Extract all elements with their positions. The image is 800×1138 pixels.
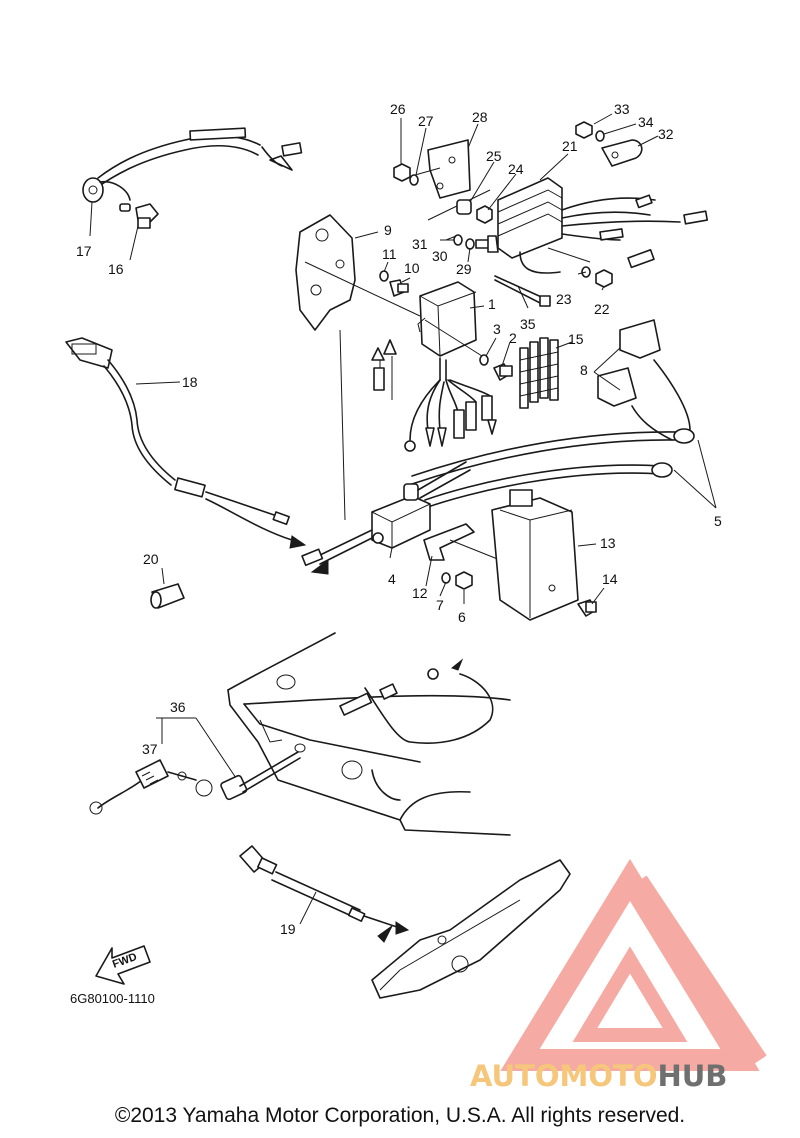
part-35-tie: [494, 275, 551, 307]
callout-15: 15: [568, 331, 584, 347]
part-34-washer: [595, 130, 605, 142]
callout-8: 8: [580, 362, 588, 378]
part-33-bolt: [575, 121, 593, 139]
callout-30: 30: [432, 248, 448, 264]
part-26-nut: [393, 163, 411, 182]
copyright-notice: ©2013 Yamaha Motor Corporation, U.S.A. A…: [114, 1104, 686, 1127]
part-29-bolt: [475, 235, 499, 253]
callout-1: 1: [488, 296, 496, 312]
callout-28: 28: [472, 109, 488, 125]
callout-20: 20: [143, 551, 159, 567]
callout-34: 34: [638, 114, 654, 130]
callout-21: 21: [562, 138, 578, 154]
part-6-bolt: [455, 571, 473, 590]
part-37-lanyard: [89, 759, 213, 815]
callout-7: 7: [436, 597, 444, 613]
part-10-bolt: [389, 279, 409, 297]
part-4-ignition-coil: [301, 461, 471, 575]
callout-26: 26: [390, 101, 406, 117]
callout-3: 3: [493, 321, 501, 337]
part-18-switch-lead: [65, 337, 307, 549]
part-3-washer: [479, 354, 489, 366]
part-36-stop-switch: [156, 717, 301, 801]
callout-35: 35: [520, 316, 536, 332]
part-32-clamp: [601, 139, 643, 167]
part-25-collar: [456, 199, 472, 215]
part-20-grommet: [150, 583, 185, 609]
callout-12: 12: [412, 585, 428, 601]
callout-2: 2: [509, 330, 517, 346]
callout-19: 19: [280, 921, 296, 937]
callout-6: 6: [458, 609, 466, 625]
watermark-part2: HUB: [657, 1059, 727, 1093]
part-code: 6G80100-1110: [70, 991, 155, 1006]
part-22-bolt: [595, 269, 613, 288]
part-2-bolt: [493, 363, 513, 381]
callout-22: 22: [594, 301, 610, 317]
callout-labels: 1 2 3 4 5 6 7 8 9 10 11 12 13 14 15 16 1…: [76, 101, 722, 937]
lower-cowling: [227, 632, 511, 836]
callout-16: 16: [108, 261, 124, 277]
callout-14: 14: [602, 571, 618, 587]
callout-36: 36: [170, 699, 186, 715]
part-17-lead-wire: [82, 127, 303, 203]
callout-18: 18: [182, 374, 198, 390]
part-12-clamp: [423, 523, 501, 561]
callout-13: 13: [600, 535, 616, 551]
callout-24: 24: [508, 161, 524, 177]
part-9-bracket: [295, 214, 421, 521]
part-7-washer: [441, 572, 451, 584]
callout-25: 25: [486, 148, 502, 164]
callout-37: 37: [142, 741, 158, 757]
callout-11: 11: [382, 246, 397, 262]
part-13-cover: [491, 489, 579, 621]
part-8-plug-cap: [597, 319, 691, 441]
callout-23: 23: [556, 291, 572, 307]
watermark-text: AUTOMOTOHUB: [470, 1059, 727, 1093]
callout-31: 31: [412, 236, 428, 252]
callout-32: 32: [658, 126, 674, 142]
callout-17: 17: [76, 243, 92, 259]
part-28-bracket: [414, 139, 491, 221]
callout-9: 9: [384, 222, 392, 238]
callout-10: 10: [404, 260, 420, 276]
part-15-cap-set: [519, 337, 559, 409]
callout-33: 33: [614, 101, 630, 117]
part-21-rectifier-regulator: [497, 177, 709, 274]
part-30-washer: [465, 238, 475, 250]
watermark-logo: [500, 858, 767, 1071]
stern-bracket: [371, 859, 571, 999]
callout-29: 29: [456, 261, 472, 277]
callout-27: 27: [418, 113, 434, 129]
watermark-part1: AUTOMOTO: [470, 1059, 657, 1093]
part-11-washer: [379, 270, 389, 282]
fwd-arrow-icon: FWD: [95, 945, 151, 985]
part-5-high-tension-cord: [411, 428, 695, 509]
svg-text:AUTOMOTOHUB: AUTOMOTOHUB: [470, 1059, 727, 1093]
part-24-bolt: [476, 205, 493, 224]
part-14-screw: [577, 599, 597, 617]
callout-4: 4: [388, 571, 396, 587]
part-19-lead: [239, 845, 410, 943]
part-16-sensor: [119, 203, 159, 229]
callout-5: 5: [714, 513, 722, 529]
callout-leaders: [89, 113, 717, 925]
part-27-washer: [409, 174, 419, 186]
part-1-cdi-unit: [371, 281, 497, 452]
